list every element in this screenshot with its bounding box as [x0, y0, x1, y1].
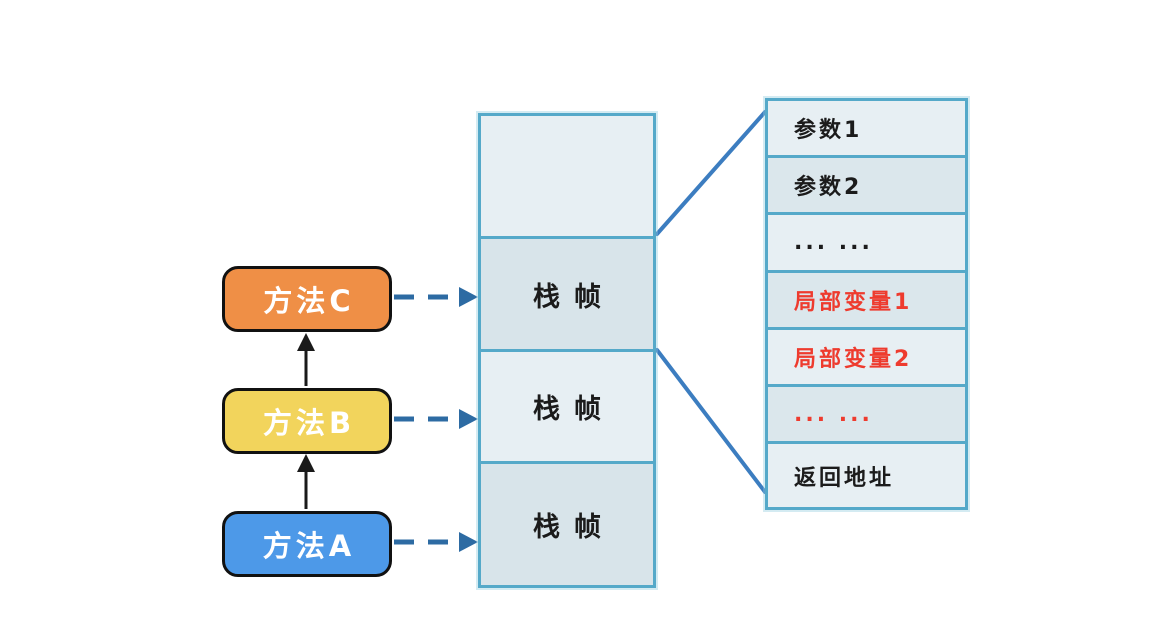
frame-expansion-line-top — [655, 110, 767, 236]
method-box-c: 方法C — [222, 266, 392, 332]
frame-row-label: 局部变量2 — [794, 346, 913, 372]
frame-row-label: 返回地址 — [794, 465, 895, 491]
frame-row-local-var2: 局部变量2 — [768, 326, 965, 384]
frame-row-params-ellipsis: ... ... — [768, 212, 965, 270]
stack-frame-label: 栈帧 — [533, 394, 615, 425]
stack-frame-label: 栈帧 — [533, 512, 615, 543]
stack-cell-frame-a: 栈帧 — [481, 461, 653, 585]
method-box-a: 方法A — [222, 511, 392, 577]
frame-row-param2: 参数2 — [768, 155, 965, 213]
pointer-arrow-method-a — [394, 532, 478, 552]
method-box-a-label: 方法A — [262, 529, 356, 563]
pointer-arrow-method-b — [394, 409, 478, 429]
frame-row-return-address: 返回地址 — [768, 441, 965, 507]
stack-column: 栈帧 栈帧 栈帧 — [478, 113, 656, 588]
stack-frame-label: 栈帧 — [533, 281, 615, 313]
method-box-c-label: 方法C — [263, 284, 355, 318]
stack-cell-frame-b: 栈帧 — [481, 349, 653, 461]
frame-row-label: 局部变量1 — [794, 289, 913, 315]
frame-expansion-line-bottom — [655, 348, 767, 494]
call-arrow-a-to-b — [297, 454, 315, 509]
frame-row-label: ... ... — [794, 401, 873, 427]
method-box-b: 方法B — [222, 388, 392, 454]
frame-row-param1: 参数1 — [768, 101, 965, 156]
frame-detail-box: 参数1 参数2 ... ... 局部变量1 局部变量2 ... ... 返回地址 — [765, 98, 968, 510]
pointer-arrow-method-c — [394, 287, 478, 307]
frame-row-label: 参数1 — [794, 118, 863, 144]
frame-row-locals-ellipsis: ... ... — [768, 383, 965, 442]
frame-row-local-var1: 局部变量1 — [768, 269, 965, 327]
method-box-b-label: 方法B — [262, 406, 356, 440]
frame-row-label: ... ... — [794, 229, 873, 255]
frame-row-label: 参数2 — [794, 175, 863, 201]
call-arrow-b-to-c — [297, 333, 315, 386]
stack-cell-empty — [481, 116, 653, 236]
stack-cell-frame-c: 栈帧 — [481, 236, 653, 349]
